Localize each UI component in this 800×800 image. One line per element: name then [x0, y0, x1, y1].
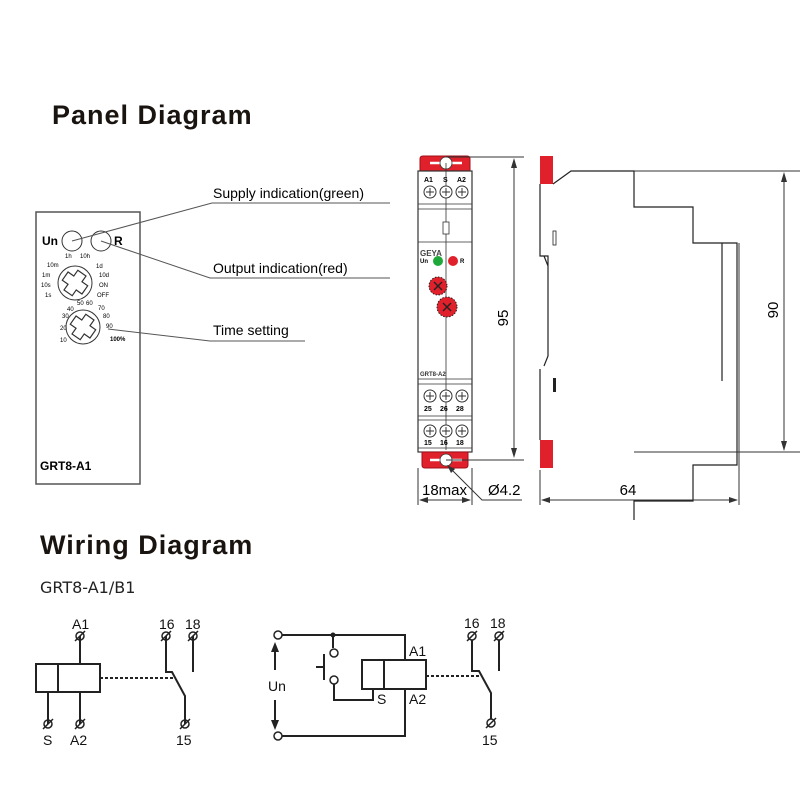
callout-lines	[71, 202, 390, 342]
terminal-label: 18	[456, 440, 464, 447]
panel-diagram: Un R 1h 10h 10m 1d 1m 10d 10s ON 1s OFF …	[35, 155, 800, 520]
wiring-diagrams: A1 S A2 16 18 15 Un A1 S A2 16	[35, 615, 506, 748]
front-height-dim: 95	[495, 310, 512, 327]
knob-label: 10h	[80, 254, 90, 260]
callout-supply: Supply indication(green)	[213, 185, 364, 201]
knob-label: 80	[103, 314, 110, 320]
side-height-dim: 90	[765, 302, 782, 319]
wiring1-15-label: 15	[176, 732, 192, 748]
wiring1-a2-label: A2	[70, 732, 87, 748]
knob-label: 40	[67, 307, 74, 313]
knob-label: 10m	[47, 263, 59, 269]
front-view: A1 S A2 GEYA Un R GRT8-A2 25 26	[417, 155, 524, 505]
wiring1-s-label: S	[43, 732, 52, 748]
wiring-diagram-1	[35, 636, 194, 724]
wiring2-18-label: 18	[490, 615, 506, 631]
knob-label: 70	[98, 306, 105, 312]
knob-label: 1h	[65, 254, 72, 260]
terminal-label: 25	[424, 406, 432, 413]
knob-label: ON	[99, 283, 108, 289]
side-top-clip	[540, 156, 553, 184]
knob-label: 60	[86, 301, 93, 307]
knob-label: OFF	[97, 293, 109, 299]
front-width-dim: 18max	[422, 482, 468, 499]
panel-percent-knob: 10 20 30 40 50 60 70 80 90 100%	[60, 301, 126, 345]
callout-output: Output indication(red)	[213, 260, 348, 276]
wiring2-un-label: Un	[268, 678, 286, 694]
front-led-un-label: Un	[420, 259, 428, 265]
knob-label: 1m	[42, 273, 50, 279]
terminal-label: A1	[424, 177, 433, 184]
side-view: 90 64	[539, 156, 800, 520]
terminal-label: 26	[440, 406, 448, 413]
wiring2-a2-label: A2	[409, 691, 426, 707]
terminal-label: S	[443, 177, 448, 184]
terminal-label: 28	[456, 406, 464, 413]
knob-label: 10	[60, 338, 67, 344]
wiring1-16-label: 16	[159, 616, 175, 632]
panel-led-un-label: Un	[42, 234, 58, 248]
panel-led-r-label: R	[114, 234, 123, 248]
knob-label: 30	[62, 314, 69, 320]
brand-logo: GEYA	[420, 249, 442, 258]
knob-label: 20	[60, 326, 67, 332]
wiring-diagram-title: Wiring Diagram	[40, 530, 254, 560]
knob-label: 1s	[45, 293, 51, 299]
panel-outline	[35, 211, 141, 485]
knob-label: 100%	[110, 337, 126, 343]
side-depth-dim: 64	[620, 482, 637, 499]
knob-label: 50	[77, 301, 84, 307]
wiring2-a1-label: A1	[409, 643, 426, 659]
hole-dim: Ø4.2	[488, 482, 521, 499]
wiring-subtitle: GRT8-A1/B1	[40, 578, 136, 597]
knob-label: 10s	[41, 283, 51, 289]
side-bottom-clip	[540, 440, 553, 468]
panel-model-label: GRT8-A1	[40, 459, 92, 473]
front-led-red	[448, 256, 458, 266]
wiring-diagram-2	[274, 634, 500, 737]
front-model-label: GRT8-A2	[420, 372, 446, 378]
wiring2-16-label: 16	[464, 615, 480, 631]
panel-range-knob: 1h 10h 10m 1d 1m 10d 10s ON 1s OFF	[41, 254, 109, 301]
front-housing	[417, 170, 473, 453]
wiring1-18-label: 18	[185, 616, 201, 632]
terminal-label: 15	[424, 440, 432, 447]
terminal-label: 16	[440, 440, 448, 447]
terminal-label: A2	[457, 177, 466, 184]
front-led-r-label: R	[460, 259, 465, 265]
callout-time: Time setting	[213, 322, 289, 338]
knob-label: 1d	[96, 264, 103, 270]
wiring2-s-label: S	[377, 691, 386, 707]
wiring1-a1-label: A1	[72, 616, 89, 632]
knob-label: 90	[106, 324, 113, 330]
knob-label: 10d	[99, 273, 109, 279]
wiring2-15-label: 15	[482, 732, 498, 748]
panel-diagram-title: Panel Diagram	[52, 100, 253, 130]
front-led-green	[433, 256, 443, 266]
